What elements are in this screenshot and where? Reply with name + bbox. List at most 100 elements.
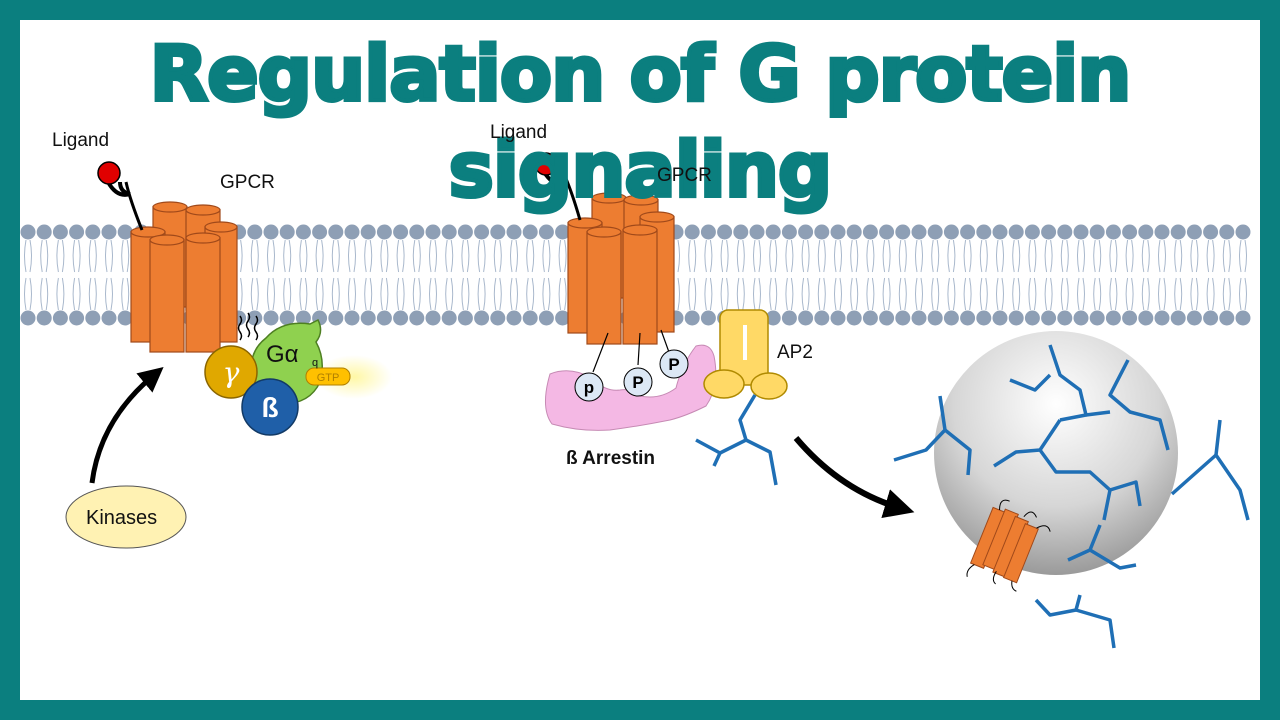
lipid-tail bbox=[1060, 277, 1069, 311]
lipid-tail bbox=[121, 277, 130, 311]
lipid-tail bbox=[461, 277, 470, 311]
lipid-tail bbox=[250, 239, 259, 273]
lipid-tail bbox=[898, 239, 907, 273]
lipid-tail bbox=[1109, 239, 1118, 273]
diagram-canvas: γ ß Gα q GTP p P P bbox=[20, 152, 1251, 649]
lipid-tail bbox=[866, 239, 875, 273]
lipid-head bbox=[1024, 310, 1040, 326]
lipid-tail bbox=[1190, 239, 1199, 273]
lipid-tail bbox=[396, 277, 405, 311]
g-protein-complex bbox=[204, 318, 392, 436]
lipid-head bbox=[798, 310, 814, 326]
lipid-head bbox=[1186, 224, 1202, 240]
lipid-head bbox=[1089, 224, 1105, 240]
beta-arrestin-label: ß Arrestin bbox=[566, 448, 656, 469]
lipid-tail bbox=[1093, 277, 1102, 311]
lipid-tail bbox=[915, 239, 923, 273]
lipid-tail bbox=[688, 239, 697, 273]
lipid-head bbox=[1138, 310, 1154, 326]
ligand-right bbox=[534, 152, 582, 221]
lipid-head bbox=[700, 224, 716, 240]
lipid-head bbox=[749, 224, 765, 240]
lipid-tail bbox=[834, 239, 842, 273]
lipid-head bbox=[814, 310, 830, 326]
lipid-tail bbox=[1239, 239, 1247, 273]
lipid-tail bbox=[72, 277, 81, 311]
lipid-head bbox=[830, 310, 846, 326]
lipid-tail bbox=[105, 239, 113, 273]
lipid-head bbox=[360, 310, 376, 326]
lipid-tail bbox=[1060, 239, 1069, 273]
internalized-gpcr bbox=[966, 499, 1051, 592]
lipid-tail bbox=[1206, 239, 1215, 273]
lipid-tail bbox=[1158, 239, 1166, 273]
lipid-tail bbox=[1093, 239, 1102, 273]
lipid-head bbox=[814, 224, 830, 240]
lipid-head bbox=[522, 224, 538, 240]
lipid-head bbox=[1041, 224, 1057, 240]
lipid-tail bbox=[769, 277, 778, 311]
lipid-head bbox=[36, 224, 52, 240]
lipid-head bbox=[1235, 224, 1251, 240]
lipid-head bbox=[52, 310, 68, 326]
lipid-head bbox=[927, 310, 943, 326]
lipid-tail bbox=[996, 239, 1004, 273]
lipid-tail bbox=[1125, 277, 1134, 311]
lipid-head bbox=[976, 310, 992, 326]
lipid-tail bbox=[736, 277, 745, 311]
lipid-head bbox=[992, 224, 1008, 240]
lipid-tail bbox=[364, 277, 373, 311]
lipid-tail bbox=[315, 239, 324, 273]
gamma-subunit-label: γ bbox=[223, 356, 240, 389]
lipid-head bbox=[1073, 310, 1089, 326]
g-alpha-label: Gα bbox=[266, 341, 299, 368]
lipid-tail bbox=[429, 277, 437, 311]
lipid-tail bbox=[24, 277, 32, 311]
lipid-head bbox=[328, 224, 344, 240]
lipid-tail bbox=[1044, 239, 1053, 273]
lipid-tail bbox=[1206, 277, 1215, 311]
phospho-label-1: p bbox=[584, 378, 594, 397]
lipid-head bbox=[36, 310, 52, 326]
lipid-tail bbox=[817, 239, 826, 273]
lipid-head bbox=[506, 224, 522, 240]
lipid-tail bbox=[882, 277, 891, 311]
lipid-tail bbox=[412, 277, 421, 311]
lipid-head bbox=[247, 224, 263, 240]
lipid-head bbox=[1186, 310, 1202, 326]
lipid-head bbox=[441, 310, 457, 326]
lipid-tail bbox=[542, 277, 551, 311]
lipid-tail bbox=[1028, 239, 1037, 273]
lipid-tail bbox=[510, 277, 518, 311]
lipid-head bbox=[1203, 224, 1219, 240]
lipid-tail bbox=[1141, 239, 1150, 273]
lipid-tail bbox=[40, 239, 49, 273]
lipid-tail bbox=[250, 277, 259, 311]
lipid-head bbox=[425, 310, 441, 326]
lipid-head bbox=[441, 224, 457, 240]
lipid-head bbox=[1041, 310, 1057, 326]
lipid-tail bbox=[785, 239, 794, 273]
lipid-tail bbox=[477, 277, 486, 311]
lipid-tail bbox=[558, 239, 567, 273]
lipid-tail bbox=[283, 277, 292, 311]
lipid-tail bbox=[1222, 277, 1231, 311]
lipid-tail bbox=[704, 277, 713, 311]
lipid-tail bbox=[1077, 239, 1085, 273]
lipid-head bbox=[1138, 224, 1154, 240]
lipid-anchor-icon bbox=[237, 312, 259, 341]
lipid-head bbox=[1219, 310, 1235, 326]
lipid-head bbox=[733, 224, 749, 240]
kinases-label: Kinases bbox=[86, 507, 158, 529]
lipid-tail bbox=[299, 239, 308, 273]
gpcr-label-right: GPCR bbox=[657, 165, 712, 186]
lipid-head bbox=[781, 310, 797, 326]
lipid-tail bbox=[753, 239, 761, 273]
lipid-tail bbox=[121, 239, 130, 273]
lipid-tail bbox=[1174, 277, 1183, 311]
lipid-head bbox=[960, 310, 976, 326]
lipid-tail bbox=[898, 277, 907, 311]
lipid-head bbox=[393, 310, 409, 326]
lipid-tail bbox=[396, 239, 405, 273]
lipid-tail bbox=[380, 239, 389, 273]
